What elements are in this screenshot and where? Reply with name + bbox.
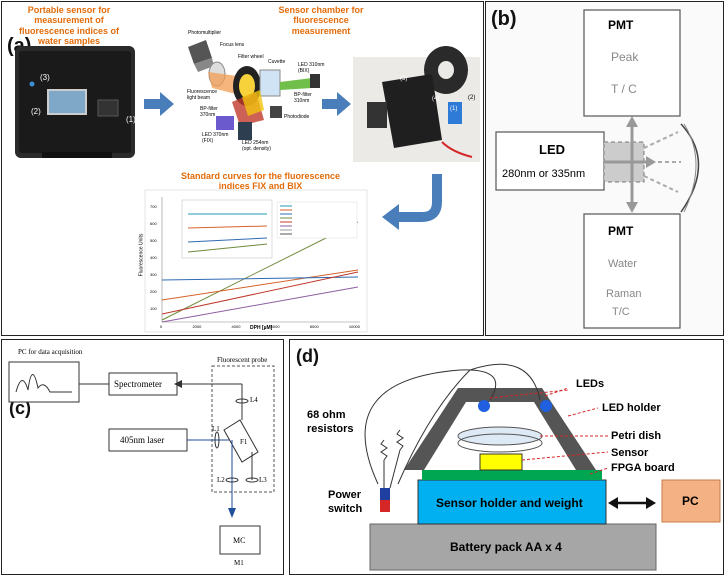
panel-d-label: (d) bbox=[296, 346, 319, 366]
chamber-mark-2: (2) bbox=[468, 95, 476, 101]
xtick: 6000 bbox=[270, 324, 280, 329]
pmt-bottom-water: Water bbox=[608, 258, 637, 270]
label-focus-lens: Focus lens bbox=[220, 42, 245, 48]
portable-sensor-device bbox=[15, 46, 135, 158]
ytick: 100 bbox=[150, 306, 157, 311]
panel-a: (a) Portable sensor for measurement of f… bbox=[1, 1, 484, 336]
sensor-chamber-photo bbox=[353, 46, 480, 162]
ytick: 400 bbox=[150, 255, 157, 260]
label-fluorescence-beam: Fluorescence light beam bbox=[187, 89, 218, 101]
panel-d-graphics bbox=[364, 363, 721, 571]
panel-a-graphics bbox=[15, 40, 480, 333]
pmt-top-tc: T / C bbox=[611, 82, 637, 96]
l2-label: L2 bbox=[217, 476, 225, 484]
chamber-mark-1: (1) bbox=[450, 106, 458, 112]
label-led-370: LED 370nm (FIX) bbox=[202, 132, 229, 144]
xtick: 2000 bbox=[192, 324, 202, 329]
pmt-top-peak: Peak bbox=[611, 50, 639, 64]
panel-d: (d) LEDs LED holder Petri dish Sensor FP… bbox=[289, 339, 724, 575]
panel-c: (c) PC for data acquisition Spectrometer… bbox=[1, 339, 284, 575]
title-portable-sensor: Portable sensor for measurement of fluor… bbox=[18, 5, 120, 47]
l1-label: L1 bbox=[212, 425, 220, 433]
panel-c-label: (c) bbox=[9, 398, 31, 418]
label-bp-filter-370: BP-filter 370nm bbox=[200, 106, 218, 118]
f1-label: F1 bbox=[240, 438, 248, 446]
title-standard-curves: Standard curves for the fluorescence ind… bbox=[180, 171, 341, 192]
label-led-254: LED 254nm (opt. density) bbox=[242, 140, 271, 152]
l3-label: L3 bbox=[259, 476, 267, 484]
pmt-bottom-title: PMT bbox=[608, 224, 634, 238]
spectrometer-label: Spectrometer bbox=[114, 379, 162, 389]
power-switch-label: Power switch bbox=[328, 489, 363, 516]
pc-box-label: PC bbox=[682, 494, 699, 508]
m1-label: M1 bbox=[234, 559, 244, 567]
led-holder-label: LED holder bbox=[602, 402, 661, 414]
label-photomultiplier: Photomultiplier bbox=[188, 30, 222, 36]
panel-b: (b) PMT Peak T / C LED 280nm or 335nm PM… bbox=[485, 1, 724, 336]
laser-label: 405nm laser bbox=[120, 435, 165, 445]
led-title: LED bbox=[539, 142, 565, 157]
label-cuvette: Cuvette bbox=[268, 59, 286, 65]
petri-dish-label: Petri dish bbox=[611, 430, 662, 442]
title-sensor-chamber: Sensor chamber for fluorescence measurem… bbox=[278, 5, 364, 36]
standard-curve-chart bbox=[144, 189, 368, 333]
label-filter-wheel: Filter wheel bbox=[238, 54, 264, 60]
xtick: 0 bbox=[160, 324, 163, 329]
chamber-mark-3: (3) bbox=[400, 76, 408, 82]
resistors-label: 68 ohm resistors bbox=[307, 409, 354, 436]
fpga-board-label: FPGA board bbox=[611, 462, 675, 474]
ytick: 700 bbox=[150, 204, 157, 209]
label-led-310: LED 310nm (BIX) bbox=[298, 62, 325, 74]
ytick: 600 bbox=[150, 221, 157, 226]
pmt-bottom-tc: T/C bbox=[612, 306, 630, 318]
xtick: 8000 bbox=[309, 324, 319, 329]
led-wavelength: 280nm or 335nm bbox=[502, 168, 586, 180]
xtick: 10000 bbox=[348, 324, 360, 329]
pc-label: PC for data acquisition bbox=[18, 348, 83, 356]
series-blue-line bbox=[161, 276, 359, 281]
series-green-line bbox=[161, 221, 359, 321]
chart-xlabel: DPH [µM] bbox=[250, 325, 273, 331]
pmt-top-title: PMT bbox=[608, 18, 634, 32]
device-mark-3: (3) bbox=[40, 73, 50, 82]
chart-yticks: 700 600 500 400 300 200 100 bbox=[150, 198, 157, 317]
series-red-line bbox=[161, 271, 359, 315]
chart-xticks: 0 2000 4000 6000 8000 10000 bbox=[160, 324, 360, 329]
battery-label: Battery pack AA x 4 bbox=[450, 540, 562, 554]
label-photodiode: Photodiode bbox=[284, 114, 310, 120]
device-mark-1: (1) bbox=[126, 115, 136, 124]
series-orange-line bbox=[161, 269, 359, 301]
ytick: 200 bbox=[150, 289, 157, 294]
leds-label: LEDs bbox=[576, 378, 605, 390]
panel-b-graphics bbox=[495, 9, 700, 329]
optics-schematic bbox=[188, 40, 320, 140]
pmt-bottom-raman: Raman bbox=[606, 288, 642, 300]
l4-label: L4 bbox=[250, 396, 258, 404]
flow-arrow-2 bbox=[322, 92, 351, 116]
device-mark-2: (2) bbox=[31, 107, 41, 116]
xtick: 4000 bbox=[231, 324, 241, 329]
panel-c-graphics bbox=[8, 361, 275, 555]
label-bp-filter-310: BP-filter 310nm bbox=[294, 92, 312, 104]
flow-arrow-curved bbox=[382, 174, 442, 230]
chamber-mark-4: (4) bbox=[432, 96, 440, 102]
flow-arrow-1 bbox=[144, 92, 174, 116]
panel-b-label: (b) bbox=[491, 8, 517, 30]
sensor-label: Sensor bbox=[611, 447, 649, 459]
mc-label: MC bbox=[233, 536, 246, 545]
sensor-holder-label: Sensor holder and weight bbox=[436, 496, 583, 510]
ytick: 300 bbox=[150, 272, 157, 277]
ytick: 500 bbox=[150, 238, 157, 243]
probe-label: Fluorescent probe bbox=[217, 356, 268, 364]
chart-ylabel: Fluorescence Units bbox=[138, 233, 145, 277]
series-purple-line bbox=[161, 286, 359, 323]
